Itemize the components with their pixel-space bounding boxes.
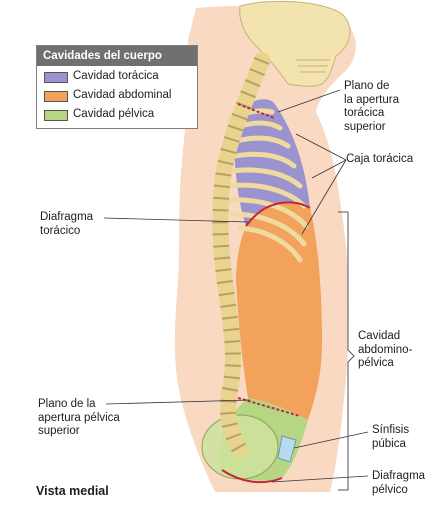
legend-label-pelvic: Cavidad pélvica (73, 108, 154, 120)
legend: Cavidades del cuerpo Cavidad torácica Ca… (36, 45, 198, 129)
legend-item-abdominal: Cavidad abdominal (37, 88, 197, 104)
label-rib-cage: Caja torácica (346, 153, 413, 167)
abdominal-cavity (236, 202, 322, 420)
legend-label-abdominal: Cavidad abdominal (73, 89, 171, 101)
label-pelvic-aperture-plane: Plano de la apertura pélvica superior (38, 398, 120, 439)
legend-item-pelvic: Cavidad pélvica (37, 107, 197, 123)
legend-item-thoracic: Cavidad torácica (37, 69, 197, 85)
label-pelvic-diaphragm: Diafragma pélvico (372, 470, 425, 497)
label-abdominopelvic-cavity: Cavidad abdomino- pélvica (358, 330, 412, 371)
label-thoracic-diaphragm: Diafragma torácico (40, 211, 93, 238)
thoracic-swatch (44, 72, 68, 83)
legend-title: Cavidades del cuerpo (37, 46, 197, 66)
view-caption: Vista medial (36, 484, 109, 498)
pelvic-swatch (44, 110, 68, 121)
label-thoracic-aperture-plane: Plano de la apertura torácica superior (344, 80, 399, 134)
legend-label-thoracic: Cavidad torácica (73, 70, 159, 82)
abdominal-swatch (44, 91, 68, 102)
label-pubic-symphysis: Sínfisis púbica (372, 424, 409, 451)
